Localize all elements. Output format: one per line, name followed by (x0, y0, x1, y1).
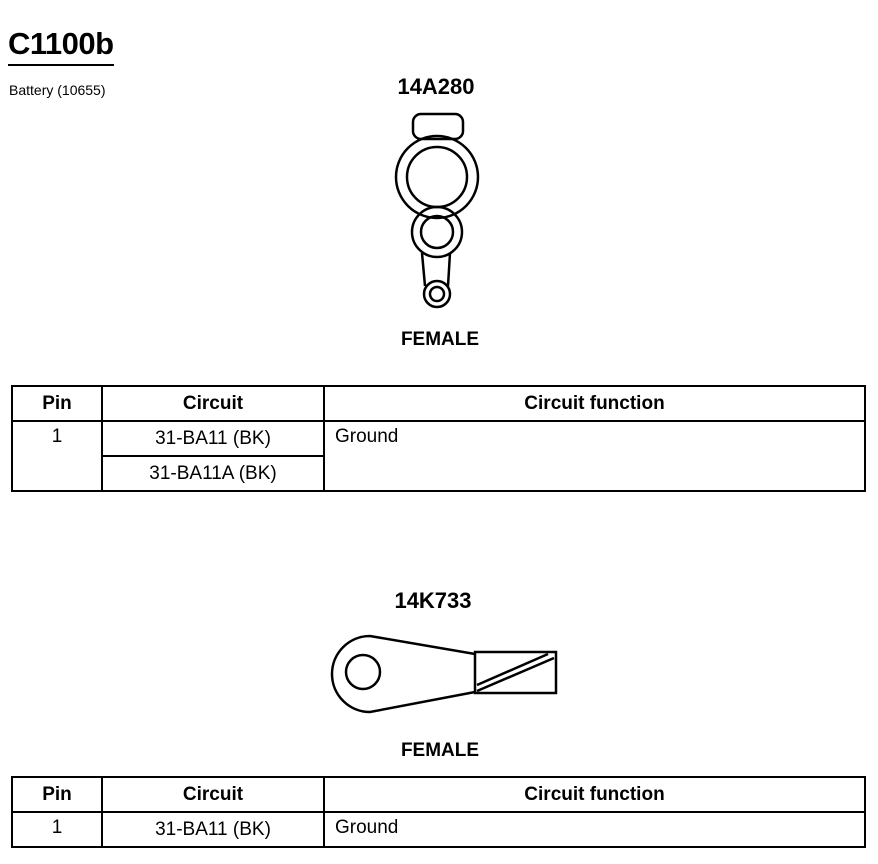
circuit-cell: 31-BA11A (BK) (101, 455, 325, 492)
terminal-end-inner (428, 285, 446, 303)
gender-label-1: FEMALE (400, 329, 480, 350)
table-row: 31-BA11A (BK) (12, 455, 865, 492)
eyelet-terminal-drawing (330, 634, 558, 714)
pin-table-1: Pin Circuit Circuit function 1 31-BA11 (… (11, 385, 866, 492)
column-header-circuit: Circuit (101, 776, 325, 813)
ring-terminal-drawing (394, 112, 480, 309)
column-header-function: Circuit function (323, 385, 866, 422)
circuit-cell: 31-BA11 (BK) (101, 811, 325, 848)
table-row: 1 31-BA11 (BK) Ground (11, 811, 866, 848)
crimp-barrel-hatch (476, 652, 555, 693)
function-cell: Ground (323, 811, 866, 848)
column-header-pin: Pin (11, 776, 103, 813)
terminal-end-outer (422, 279, 452, 309)
table-row: 1 31-BA11 (BK) Ground (11, 420, 866, 492)
pin-cell: 1 (11, 420, 103, 492)
column-header-function: Circuit function (323, 776, 866, 813)
terminal-middle-ring-inner (419, 214, 455, 250)
terminal-outer-ring (394, 134, 480, 220)
gender-label-2: FEMALE (400, 740, 480, 761)
circuit-cell: 31-BA11 (BK) (101, 420, 325, 457)
table-header-row: Pin Circuit Circuit function (11, 385, 866, 422)
column-header-circuit: Circuit (101, 385, 325, 422)
terminal-tab (411, 112, 465, 141)
eyelet-hole (344, 653, 382, 691)
terminal-middle-ring-outer (410, 205, 464, 259)
eyelet-body (330, 634, 476, 714)
function-cell: Ground (323, 420, 866, 492)
part-number-1: 14A280 (397, 74, 475, 99)
terminal-inner-ring (405, 145, 469, 209)
terminal-stem (420, 252, 452, 287)
crimp-barrel (473, 650, 558, 695)
pin-cell: 1 (11, 811, 103, 848)
pin-table-2: Pin Circuit Circuit function 1 31-BA11 (… (11, 776, 866, 848)
connector-title: C1100b (8, 26, 114, 66)
connector-description: Battery (10655) (9, 82, 106, 98)
table-header-row: Pin Circuit Circuit function (11, 776, 866, 813)
column-header-pin: Pin (11, 385, 103, 422)
part-number-2: 14K733 (394, 588, 472, 613)
